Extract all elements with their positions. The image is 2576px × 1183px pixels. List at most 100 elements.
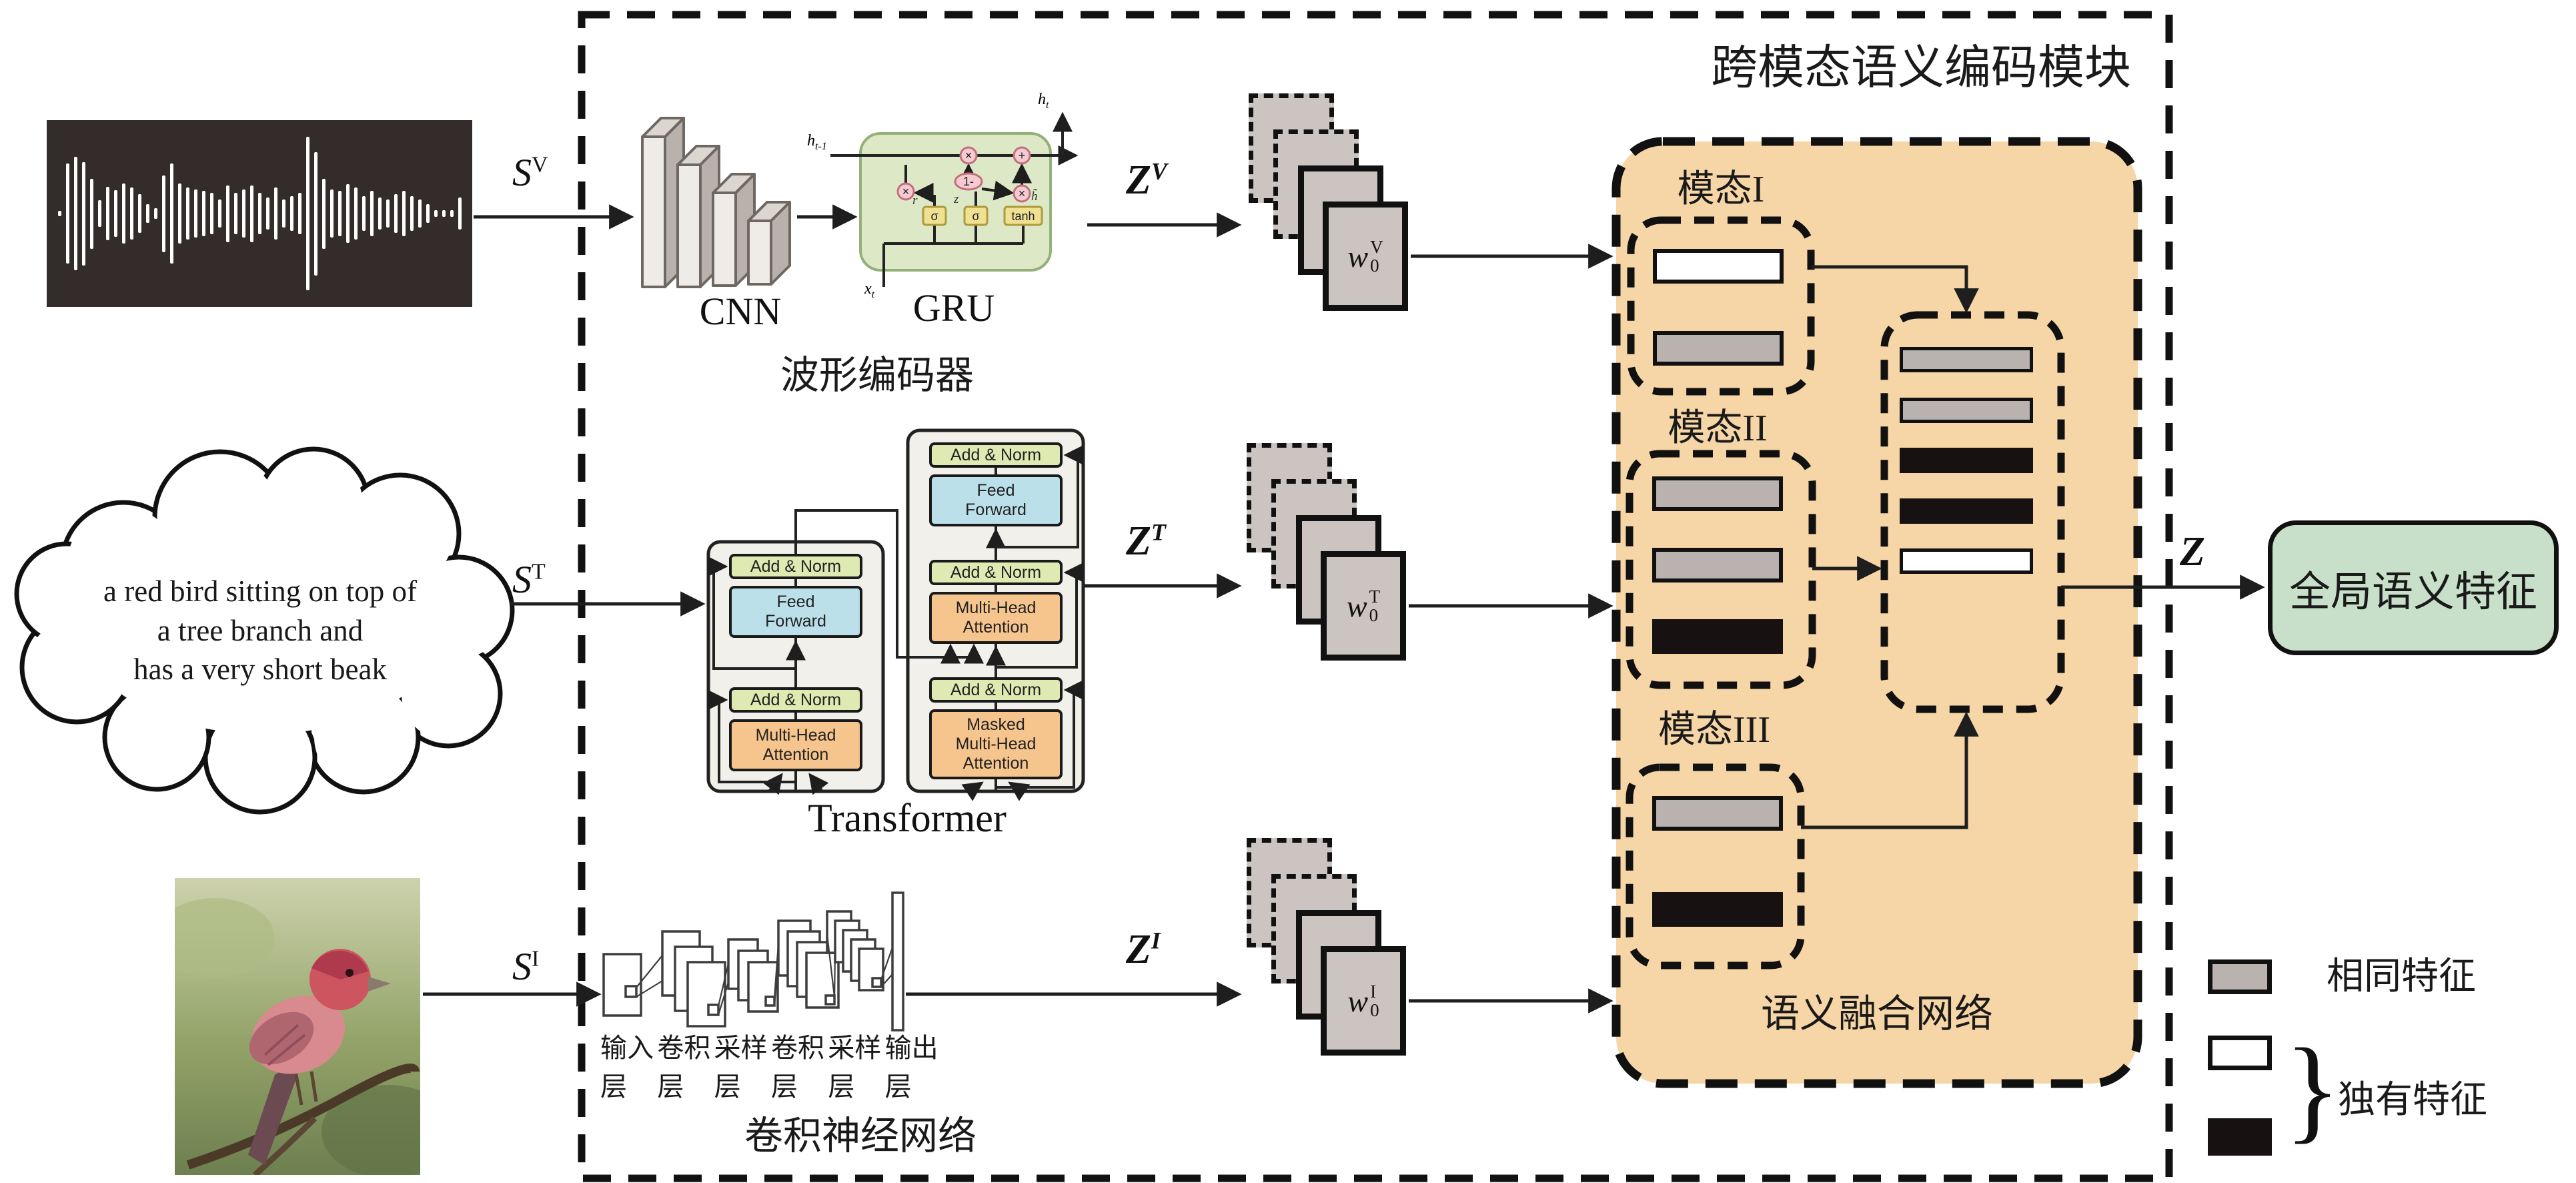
zv-label: ZV — [1126, 157, 1167, 203]
decoder-add-norm-bottom: Add & Norm — [929, 677, 1063, 703]
feature-bar-gray — [1900, 347, 2033, 372]
modality1-bars — [1653, 249, 1784, 366]
waveform-bar — [442, 210, 446, 217]
lenet-layer-labels: 输入层 卷积层 采样层 卷积层 采样层 输出层 — [600, 1026, 942, 1104]
waveform-bar — [418, 200, 422, 228]
waveform-bar — [113, 190, 117, 237]
waveform-bar — [265, 198, 269, 230]
waveform-encoder-label: 波形编码器 — [780, 354, 974, 397]
waveform-bar — [233, 193, 237, 234]
svg-text:×: × — [902, 185, 910, 198]
waveform-bar — [161, 175, 165, 252]
text-input-content: a red bird sitting on top of a tree bran… — [103, 574, 417, 687]
audio-waveform-image — [47, 120, 472, 307]
waveform-bar — [193, 189, 197, 238]
bird-illustration — [155, 878, 455, 1178]
gru-ht-label: ht — [1038, 91, 1049, 111]
cnn-label: CNN — [699, 290, 782, 333]
svg-text:tanh: tanh — [1011, 210, 1035, 223]
bird-image — [155, 878, 455, 1178]
modality3-bars — [1652, 796, 1783, 927]
waveform-bar — [249, 185, 253, 242]
legend-unique-label: 独有特征 — [2338, 1080, 2487, 1121]
feature-bar-black — [1900, 448, 2033, 473]
waveform-bar — [97, 200, 101, 227]
transformer-label: Transformer — [808, 796, 1007, 840]
layer-label: 卷积层 — [657, 1033, 711, 1102]
waveform-bar — [330, 189, 334, 238]
svg-text:1-: 1- — [963, 175, 974, 188]
layer-label: 卷积层 — [770, 1033, 824, 1102]
zi-label: ZI — [1126, 927, 1161, 972]
legend-gray-swatch — [2208, 959, 2272, 994]
svg-text:×: × — [1019, 187, 1026, 200]
modality1-label: 模态I — [1677, 169, 1765, 210]
waveform-bar — [434, 210, 438, 217]
waveform-bar — [281, 200, 285, 228]
svg-text:+: + — [1019, 149, 1026, 162]
feature-bar-gray — [1652, 796, 1783, 831]
waveform-bar — [394, 194, 398, 233]
gru-z-label: z — [953, 192, 959, 206]
feature-bar-black — [1652, 619, 1783, 654]
waveform-bar — [257, 193, 261, 234]
legend-brace: } — [2285, 1024, 2341, 1154]
feature-bar-gray — [1652, 548, 1783, 582]
svg-text:×: × — [965, 149, 973, 162]
gru-r-label: r — [912, 193, 918, 208]
layer-label: 输出层 — [884, 1033, 938, 1102]
modality3-label: 模态III — [1658, 709, 1770, 751]
legend-black-swatch — [2208, 1118, 2272, 1156]
waveform-bar — [73, 157, 77, 270]
feature-bar-gray — [1653, 331, 1784, 366]
feature-bar-white — [1900, 548, 2033, 574]
layer-label: 采样层 — [828, 1033, 882, 1102]
waveform-bar — [217, 200, 221, 228]
waveform-bar — [289, 196, 293, 231]
waveform-bar — [313, 151, 317, 276]
waveform-bar — [370, 191, 374, 236]
gru-xt-label: xt — [864, 280, 875, 300]
text-cloud-shape — [14, 446, 515, 815]
svg-text:σ: σ — [930, 210, 938, 223]
waveform-bar — [121, 183, 125, 244]
waveform-bar — [145, 204, 149, 223]
waveform-bar — [81, 161, 85, 266]
layer-label: 输入层 — [600, 1033, 654, 1102]
waveform-bar — [65, 163, 69, 264]
waveform-bar — [105, 187, 109, 240]
module-title: 跨模态语义编码模块 — [1711, 42, 2131, 94]
waveform-bar — [185, 187, 189, 240]
waveform-bar — [153, 208, 157, 219]
feature-bar-gray — [1652, 476, 1783, 511]
waveform-bar — [273, 187, 277, 240]
waveform-bar — [89, 178, 93, 249]
module-border — [578, 11, 2173, 1182]
layer-label: 采样层 — [714, 1033, 768, 1102]
image-source-label: SI — [512, 945, 540, 988]
fused-feature-bars — [1900, 347, 2033, 574]
cnn-slabs-icon — [641, 117, 791, 288]
waveform-bar — [450, 210, 454, 217]
global-semantic-feature-box: 全局语义特征 — [2268, 520, 2559, 655]
legend-same-label: 相同特征 — [2327, 956, 2476, 998]
waveform-bar — [386, 200, 390, 228]
waveform-bar — [177, 183, 181, 244]
flow-arrows — [423, 204, 2265, 1014]
zt-label: ZT — [1126, 518, 1166, 564]
decoder-add-norm-mid: Add & Norm — [929, 560, 1063, 585]
gru-htilde-label: h̃ — [1031, 189, 1038, 204]
decoder-add-norm-top: Add & Norm — [929, 442, 1063, 468]
svg-text:σ: σ — [972, 210, 979, 223]
